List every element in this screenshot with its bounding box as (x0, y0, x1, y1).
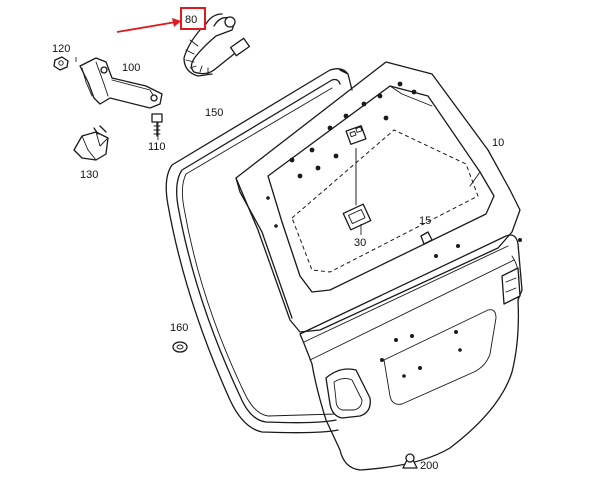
callout-labels: 80 120 100 150 110 130 10 15 30 160 200 (52, 14, 504, 472)
callout-100: 100 (122, 62, 140, 74)
callout-30: 30 (354, 237, 366, 249)
callout-120: 120 (52, 43, 70, 55)
callout-80: 80 (185, 14, 197, 26)
callout-15: 15 (419, 215, 431, 227)
clip-part-200 (402, 453, 418, 469)
callout-110: 110 (148, 141, 166, 153)
buffer-part-160 (172, 341, 188, 353)
leader-lines (75, 57, 362, 235)
bolt-part-110 (151, 113, 163, 137)
callout-200: 200 (420, 460, 438, 472)
tailgate-panel-part-10 (299, 234, 523, 471)
callout-150: 150 (205, 107, 223, 119)
tailgate-inner-frame (235, 61, 522, 333)
highlight-80 (116, 7, 206, 33)
wiring-harness-part-80 (183, 13, 251, 77)
callout-10: 10 (492, 137, 504, 149)
hinge-part-100 (79, 57, 163, 109)
nut-part-120 (53, 56, 69, 71)
bracket-part-130 (73, 125, 109, 161)
callout-160: 160 (170, 322, 188, 334)
tailgate-seal-part-150 (165, 68, 353, 434)
callout-130: 130 (80, 169, 98, 181)
